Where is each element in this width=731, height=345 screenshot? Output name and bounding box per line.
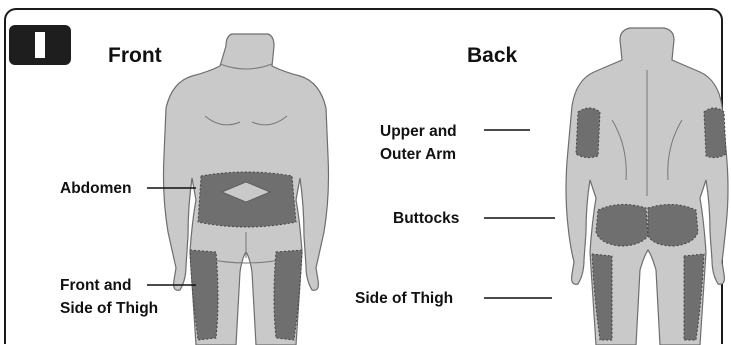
- back-left-arm-site: [576, 108, 600, 158]
- front-right-thigh-site: [274, 250, 302, 340]
- side-thigh-label: Side of Thigh: [355, 289, 453, 308]
- buttocks-right-site: [648, 204, 698, 246]
- abdomen-label: Abdomen: [60, 179, 131, 198]
- back-right-arm-site: [704, 108, 726, 158]
- upper-arm-label-line2: Outer Arm: [380, 145, 456, 164]
- buttocks-label: Buttocks: [393, 209, 459, 228]
- upper-arm-label-line1: Upper and: [380, 122, 457, 141]
- buttocks-left-site: [596, 204, 648, 246]
- front-thigh-label-line2: Side of Thigh: [60, 299, 158, 318]
- front-left-thigh-site: [190, 250, 218, 340]
- front-thigh-label-line1: Front and: [60, 276, 131, 295]
